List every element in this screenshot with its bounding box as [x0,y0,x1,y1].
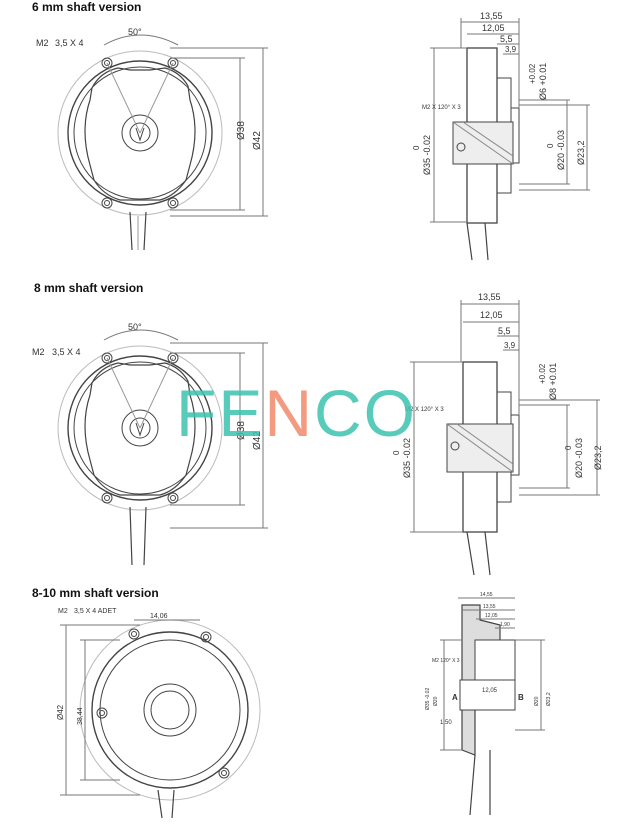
thread-label-8mm: M2 [32,347,45,357]
w3-8mm: 5,5 [498,326,511,336]
w2-6mm: 12,05 [482,23,505,33]
w2-810mm: 13,55 [483,604,496,610]
left-b-810mm: Ø20 [433,696,439,706]
shaft-8mm: Ø8 +0.01 [548,363,558,400]
mid-810mm: 12,05 [482,688,498,694]
bore-8mm: Ø20 -0.03 [574,438,584,478]
bottom-810mm: 1,50 [440,720,452,726]
thread-note-810mm: 3,5 X 4 ADET [74,608,117,615]
screw-810mm: M2 120° X 3 [432,658,460,664]
hub-8mm: Ø23,2 [593,445,603,470]
watermark-logo: FENCO [176,375,417,451]
shaft-6mm: Ø6 +0.01 [538,63,548,100]
bore-tol-6mm: 0 [546,143,555,148]
w3-6mm: 5,5 [500,34,513,44]
section-title-6mm: 6 mm shaft version [32,0,142,14]
hub-6mm: Ø23,2 [576,140,586,165]
screw-8mm: M2 X 120° X 3 [405,407,444,413]
label-b-810mm: B [518,693,524,702]
angle-label-6mm: 50° [128,27,142,37]
shaft-tol-6mm: +0.02 [528,63,537,84]
w4-810mm: 1,90 [500,622,510,628]
d-outer-810mm: Ø42 [56,704,65,720]
right-b-810mm: Ø20 [534,696,540,706]
thread-note-6mm: 3,5 X 4 [55,38,84,48]
bore-6mm: Ø20 -0.03 [556,130,566,170]
thread-note-8mm: 3,5 X 4 [52,347,81,357]
section-title-8mm: 8 mm shaft version [34,281,144,295]
w1-810mm: 14,55 [480,592,493,598]
top-dim-810mm: 14,06 [150,613,168,620]
body-6mm: Ø35 -0.02 [422,135,432,175]
screw-6mm: M2 X 120° X 3 [422,105,461,111]
body-8mm: Ø35 -0.02 [402,438,412,478]
d-inner-8mm: Ø38 [236,421,247,440]
watermark-left: FE [176,376,265,450]
section-title-810mm: 8-10 mm shaft version [32,586,159,600]
thread-label-810mm: M2 [58,608,68,615]
body-tol-8mm: 0 [392,450,401,455]
bore-tol-8mm: 0 [564,445,573,450]
watermark-mid: N [264,376,315,450]
d-inner-810mm: 38,44 [77,707,84,725]
d-outer-8mm: Ø42 [252,431,263,450]
angle-label-8mm: 50° [128,322,142,332]
w1-8mm: 13,55 [478,292,501,302]
w1-6mm: 13,55 [480,11,503,21]
d-inner-6mm: Ø38 [236,121,247,140]
d-outer-6mm: Ø42 [252,131,263,150]
w3-810mm: 12,05 [485,613,498,619]
shaft-tol-8mm: +0.02 [538,363,547,384]
right-a-810mm: Ø23,2 [546,692,552,706]
w4-8mm: 3,9 [504,341,516,350]
w2-8mm: 12,05 [480,310,503,320]
watermark-right: CO [314,376,418,450]
left-a-810mm: Ø35 -0.02 [425,688,431,710]
label-a-810mm: A [452,693,458,702]
body-tol-6mm: 0 [412,145,421,150]
w4-6mm: 3,9 [505,45,517,54]
thread-label-6mm: M2 [36,38,49,48]
